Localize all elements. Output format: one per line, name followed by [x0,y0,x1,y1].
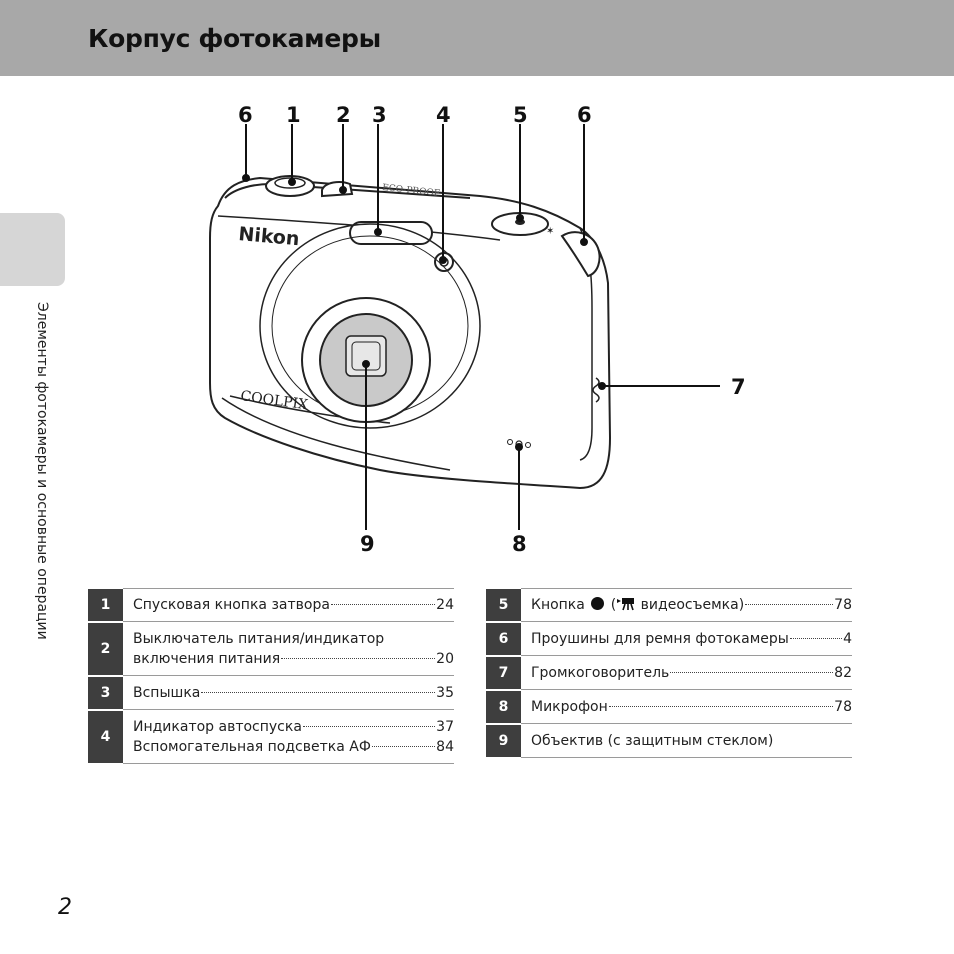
legend-row: 3 Вспышка 35 [88,675,454,711]
svg-text:✶: ✶ [546,226,554,237]
legend-number: 1 [88,588,123,623]
camera-top-outline [209,176,612,490]
callout-1: 1 [286,103,301,127]
callout-7: 7 [731,375,746,399]
legend-label: включения питания [133,650,281,667]
legend-label-part: видеосъемка) [636,597,745,613]
legend-page: 24 [436,597,454,613]
legend-label: Индикатор автоспуска [133,718,302,735]
legend-page: 35 [436,684,454,701]
camera-illustration: ECO-PROOF ✶ Nikon COOLPIX [209,103,746,556]
legend-label: Громкоговоритель [531,664,670,681]
callout-6-left: 6 [238,103,253,127]
callout-4: 4 [436,103,451,127]
legend-number: 8 [486,689,521,725]
strap-eyelet [560,231,601,278]
legend-page: 78 [834,597,852,613]
legend-number: 4 [88,709,123,765]
speaker-grille [592,377,600,403]
legend-row: 2 Выключатель питания/индикатор включени… [88,621,454,677]
brand-logo: Nikon [238,223,301,250]
section-tab [0,213,65,286]
legend-label-part: Кнопка [531,597,585,613]
legend-row: 6 Проушины для ремня фотокамеры 4 [486,621,852,657]
svg-text:ECO-PROOF: ECO-PROOF [382,183,441,199]
callout-9: 9 [360,532,375,556]
legend-description: Выключатель питания/индикатор включения … [123,621,454,676]
legend-row: 5 Кнопка ( видеосъемка) 78 [486,588,852,623]
legend-label: Вспышка [133,684,201,701]
legend-description: Микрофон 78 [521,689,852,724]
legend-row: 7 Громкоговоритель 82 [486,655,852,691]
legend-description: Объектив (с защитным стеклом) [521,723,852,758]
legend-page: 82 [834,664,852,681]
legend-number: 9 [486,723,521,759]
legend-page: 84 [436,738,454,755]
legend-description: Вспышка 35 [123,675,454,710]
legend-page: 37 [436,718,454,735]
legend-label-part: ( [610,597,617,613]
legend-label: Кнопка ( видеосъемка) [531,595,744,615]
legend-description: Проушины для ремня фотокамеры 4 [521,621,852,656]
legend-row: 4 Индикатор автоспуска 37 Вспомогательная… [88,709,454,765]
legend-number: 7 [486,655,521,691]
model-logo: COOLPIX [239,388,308,413]
legend-number: 2 [88,621,123,677]
header-band [0,0,954,76]
legend-description: Громкоговоритель 82 [521,655,852,690]
legend-label: Проушины для ремня фотокамеры [531,630,789,647]
section-label: Элементы фотокамеры и основные операции [34,302,50,640]
legend-page: 4 [843,630,852,647]
shutter-button [265,175,315,197]
power-switch [321,181,354,198]
callout-8: 8 [512,532,527,556]
filled-circle-icon [591,597,605,610]
camera-figure: ECO-PROOF ✶ Nikon COOLPIX [200,98,760,560]
callout-6-right: 6 [577,103,592,127]
legend-row: 8 Микрофон 78 [486,689,852,725]
callout-5: 5 [513,103,528,127]
page-title: Корпус фотокамеры [88,24,381,53]
legend-description: Индикатор автоспуска 37 Вспомогательная п… [123,709,454,764]
legend-right: 5 Кнопка ( видеосъемка) 78 6 Проушины для… [486,588,852,759]
legend-label: Выключатель питания/индикатор [133,630,385,647]
legend-description: Кнопка ( видеосъемка) 78 [521,588,852,622]
legend-label: Вспомогательная подсветка АФ [133,738,371,755]
legend-description: Спусковая кнопка затвора 24 [123,588,454,622]
legend-row: 1 Спусковая кнопка затвора 24 [88,588,454,623]
legend-label: Спусковая кнопка затвора [133,597,330,613]
movie-camera-icon [617,598,635,611]
flash-window [349,221,433,245]
legend-label: Микрофон [531,698,608,715]
microphone [507,439,513,445]
callout-2: 2 [336,103,351,127]
legend-page: 78 [834,698,852,715]
legend-label: Объектив (с защитным стеклом) [531,732,774,749]
legend-page: 20 [436,650,454,667]
legend-number: 5 [486,588,521,623]
legend-number: 3 [88,675,123,711]
legend-number: 6 [486,621,521,657]
legend-row: 9 Объектив (с защитным стеклом) [486,723,852,759]
callout-3: 3 [372,103,387,127]
page-number: 2 [58,895,72,920]
